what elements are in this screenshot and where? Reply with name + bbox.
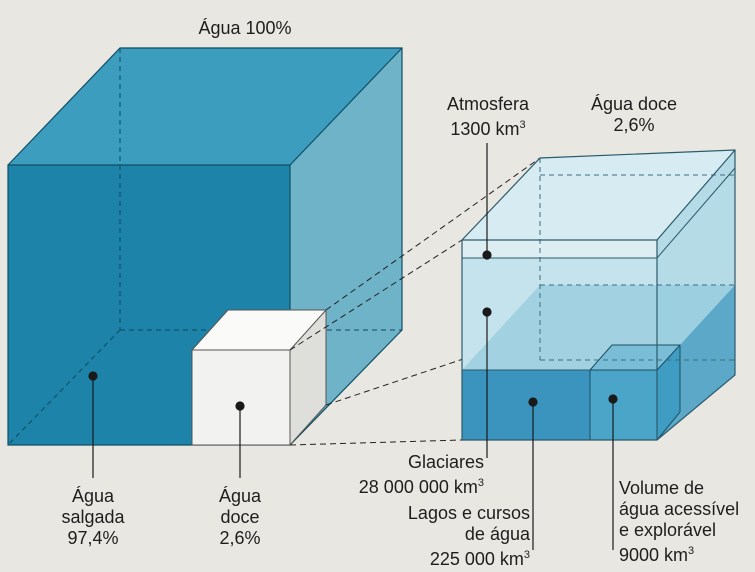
- lakes-line2: de água: [464, 524, 530, 544]
- atmosphere-unit-sup: 3: [519, 119, 526, 131]
- title-text: Água 100%: [198, 18, 292, 38]
- glaciers-unit-sup: 3: [477, 477, 484, 489]
- volume-line1: Volume de: [619, 478, 705, 498]
- atmosphere-name: Atmosfera: [446, 94, 530, 114]
- salt-water-percent: 97,4%: [67, 528, 119, 548]
- lakes-line1: Lagos e cursos: [407, 503, 530, 523]
- atmosphere-label: Atmosfera 1300 km3: [432, 94, 544, 140]
- volume-unit-sup: 3: [688, 545, 695, 557]
- small-cube-top: [192, 310, 326, 350]
- small-cube-front: [192, 350, 290, 445]
- salt-water-line1: Água: [71, 486, 115, 506]
- lakes-value-text: 225 000 km: [429, 549, 524, 569]
- salt-water-line2: salgada: [61, 507, 125, 527]
- lakes-unit-sup: 3: [523, 549, 530, 561]
- total-water-title: Água 100%: [165, 18, 325, 39]
- atmosphere-value-text: 1300 km: [450, 119, 520, 139]
- big-cube-top: [8, 48, 402, 165]
- glaciers-value-text: 28 000 000 km: [358, 477, 478, 497]
- accessible-water-label: Volume de água acessível e explorável 90…: [619, 478, 751, 566]
- atmosphere-band: [462, 240, 657, 258]
- salt-water-label: Água salgada 97,4%: [45, 486, 141, 549]
- volume-line3: e explorável: [619, 520, 717, 540]
- lakes-region: [462, 370, 590, 440]
- lakes-value: 225 000 km3: [386, 545, 530, 570]
- accessible-cube-front: [590, 370, 657, 440]
- fresh-water-line1: Água: [218, 486, 262, 506]
- fresh-water-total-label: Água doce 2,6%: [575, 94, 693, 136]
- fresh-water-label: Água doce 2,6%: [195, 486, 285, 549]
- volume-value: 9000 km3: [619, 541, 751, 566]
- fresh-water-total-name: Água doce: [590, 94, 678, 114]
- fresh-water-line2: doce: [220, 507, 260, 527]
- glaciers-name: Glaciares: [407, 452, 484, 472]
- volume-line2: água acessível: [619, 499, 740, 519]
- fresh-water-breakdown-cube: [461, 149, 736, 441]
- leader-lines: [88, 143, 618, 550]
- glaciers-value: 28 000 000 km3: [330, 473, 484, 498]
- lakes-label: Lagos e cursos de água 225 000 km3: [386, 503, 530, 570]
- glaciers-label: Glaciares 28 000 000 km3: [330, 452, 484, 498]
- accessible-cube-side: [657, 345, 680, 440]
- fresh-water-total-percent: 2,6%: [613, 115, 655, 135]
- volume-value-text: 9000 km: [619, 545, 689, 565]
- total-water-cube: [7, 47, 403, 446]
- fresh-water-percent: 2,6%: [219, 528, 261, 548]
- fresh-water-cube: [191, 309, 327, 446]
- atmosphere-value: 1300 km3: [432, 115, 544, 140]
